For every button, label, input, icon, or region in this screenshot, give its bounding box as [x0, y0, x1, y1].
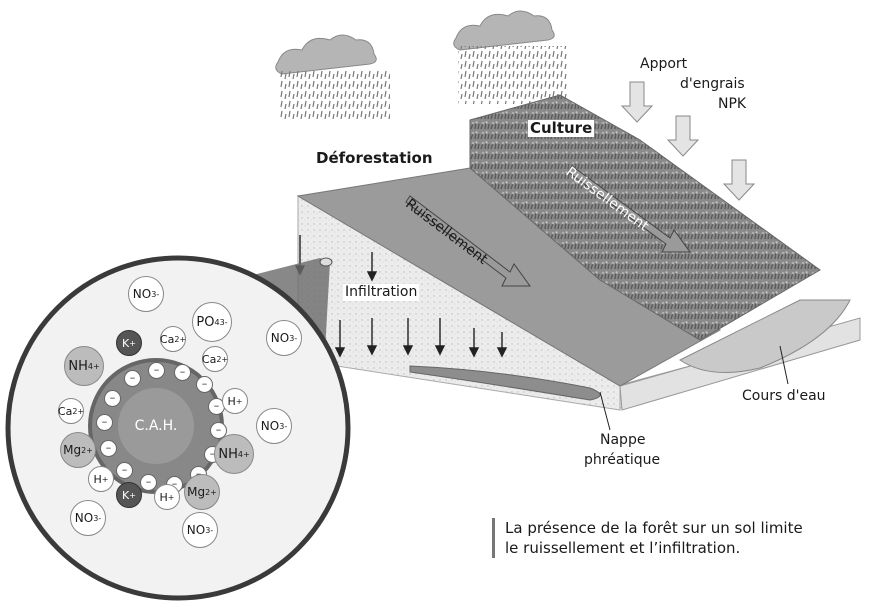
caption-line1: La présence de la forêt sur un sol limit… [505, 519, 803, 537]
negative-charge-icon: – [208, 398, 225, 415]
negative-charge-icon: – [148, 362, 165, 379]
hydrogen-ion: H+ [222, 388, 248, 414]
negative-charge-icon: – [96, 414, 113, 431]
potassium-ion: K+ [116, 482, 142, 508]
negative-charge-icon: – [174, 364, 191, 381]
negative-charge-icon: – [104, 390, 121, 407]
hydrogen-ion: H+ [154, 484, 180, 510]
negative-charge-icon: – [124, 370, 141, 387]
infiltration-arrows [294, 235, 508, 358]
cah-label: C.A.H. [118, 388, 194, 464]
fertilizer-label-line3: NPK [718, 96, 747, 112]
crop-field [469, 94, 821, 341]
infiltration-label: Infiltration [343, 284, 420, 301]
fertilizer-label-line2: d'engrais [680, 76, 745, 92]
culture-label: Culture [528, 119, 595, 137]
fertilizer-label-line1: Apport [640, 56, 688, 72]
negative-charge-icon: – [116, 462, 133, 479]
river [679, 299, 851, 373]
negative-charge-icon: – [140, 474, 157, 491]
river-label: Cours d'eau [742, 388, 826, 404]
negative-charge-icon: – [100, 440, 117, 457]
rain-cloud-left [275, 34, 390, 120]
caption-line2: le ruissellement et l’infiltration. [505, 539, 741, 557]
hydrogen-ion: H+ [88, 466, 114, 492]
potassium-ion: K+ [116, 330, 142, 356]
water-table [409, 365, 601, 401]
caption: La présence de la forêt sur un sol limit… [492, 518, 803, 558]
water-table-label-line2: phréatique [584, 452, 661, 468]
deforestation-label: Déforestation [316, 149, 433, 167]
fertilizer-arrows [620, 81, 756, 201]
rain-cloud-right [453, 10, 568, 104]
runoff-arrow-1 [405, 195, 531, 287]
negative-charge-icon: – [196, 376, 213, 393]
runoff-arrow-2 [567, 165, 691, 253]
negative-charge-icon: – [210, 422, 227, 439]
water-table-label-line1: Nappe [600, 432, 646, 448]
